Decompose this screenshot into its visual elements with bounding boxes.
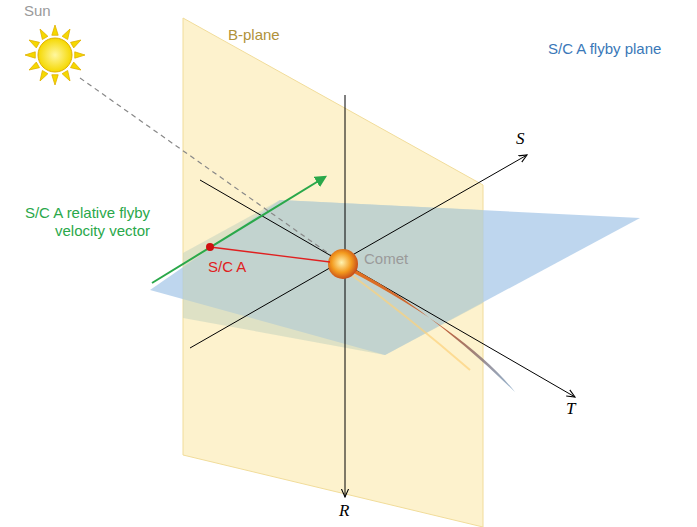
- b-plane: [183, 18, 483, 527]
- flyby-plane: [150, 200, 640, 355]
- plane-name: S/C A flyby plane: [548, 40, 661, 58]
- s-axis: [190, 155, 527, 348]
- spacecraft-dot: [206, 243, 214, 251]
- spacecraft-label: S/C A: [208, 258, 246, 276]
- sun-label: Sun: [24, 2, 51, 20]
- velocity-vector: [152, 177, 325, 283]
- axis-label: R: [339, 502, 349, 520]
- axis-label: S: [516, 130, 525, 148]
- comet-nucleus: [328, 249, 358, 279]
- sun-icon: [25, 25, 85, 85]
- vector-label: S/C A relative flyby velocity vector: [2, 204, 150, 240]
- axis-label: T: [566, 400, 575, 418]
- t-axis: [200, 180, 575, 397]
- plane-overlap: [183, 200, 483, 355]
- plane-name: B-plane: [228, 26, 280, 44]
- comet-tail: [340, 262, 515, 392]
- comet-label: Comet: [364, 250, 408, 268]
- r-axis: [345, 95, 346, 497]
